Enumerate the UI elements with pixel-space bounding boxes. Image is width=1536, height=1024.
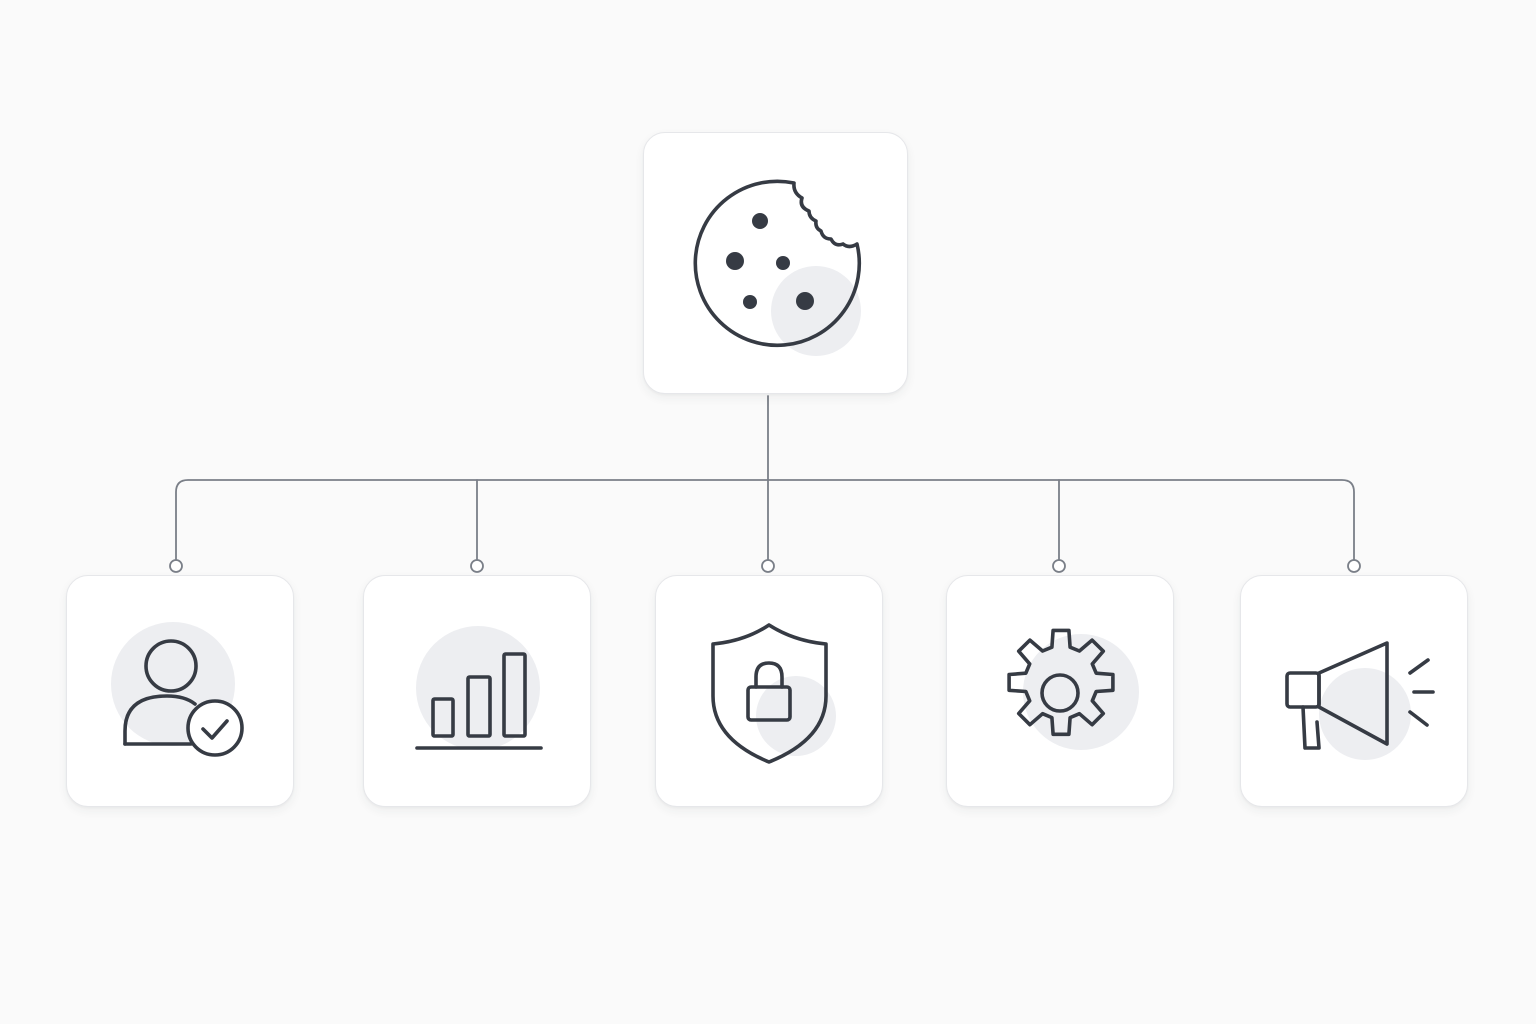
connector-node-4 xyxy=(1052,559,1066,573)
child-card-marketing xyxy=(1240,575,1468,807)
bar-chart-icon xyxy=(415,626,543,750)
child-card-user-consent xyxy=(66,575,294,807)
connector-node-2 xyxy=(470,559,484,573)
root-card xyxy=(643,132,908,394)
shield-lock-icon xyxy=(711,623,836,764)
child-card-preferences xyxy=(946,575,1174,807)
cookie-icon xyxy=(693,179,862,356)
megaphone-icon xyxy=(1285,641,1435,760)
gear-icon xyxy=(1007,628,1139,750)
horizontal-connector xyxy=(175,479,1355,561)
connector-node-3 xyxy=(761,559,775,573)
connector-node-1 xyxy=(169,559,183,573)
child-card-security xyxy=(655,575,883,807)
child-card-analytics xyxy=(363,575,591,807)
user-check-icon xyxy=(111,622,244,757)
connector-node-5 xyxy=(1347,559,1361,573)
